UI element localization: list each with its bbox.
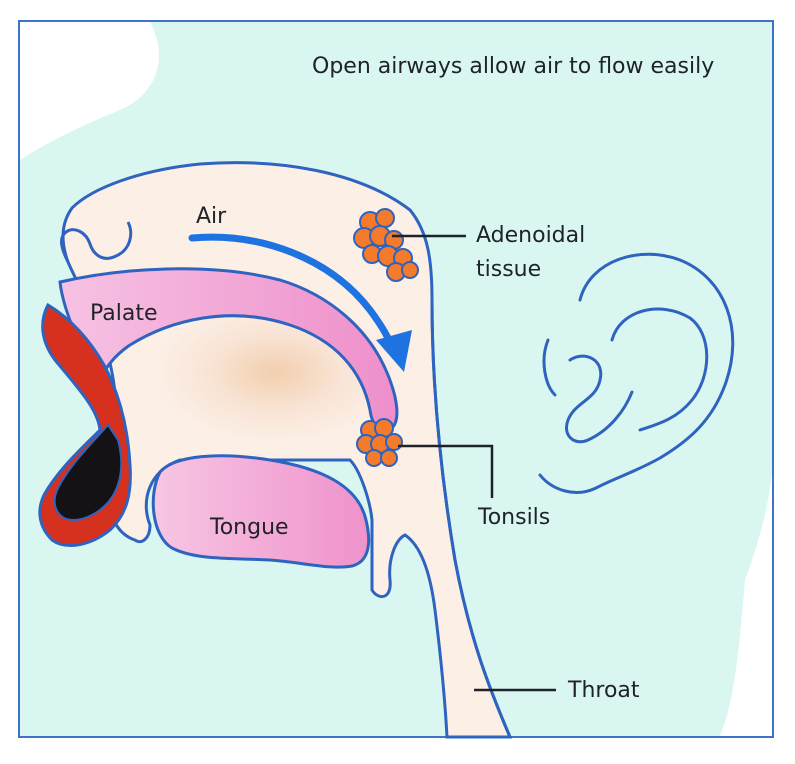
adenoidal-label-line2: tissue [476,257,541,282]
diagram-heading: Open airways allow air to flow easily [312,54,714,79]
tongue [151,454,371,569]
nose-outline [60,221,133,263]
air-label: Air [196,204,227,229]
throat-label: Throat [567,678,640,703]
tonsil-leader-line [398,444,494,498]
outer-white-region [20,22,159,160]
palate-label: Palate [90,301,158,326]
outer-white-region-right [720,470,772,736]
airflow-arrow-icon [188,233,412,372]
tonsil-cluster-icon [356,418,403,467]
adenoid-cluster-icon [353,208,419,282]
tongue-label: Tongue [209,515,289,540]
tonsils-label: Tonsils [477,505,550,530]
throat-wall [430,299,512,738]
palate [58,267,399,433]
ear-outline-icon [538,252,735,494]
mouth-opening [53,423,123,521]
adenoidal-label-line1: Adenoidal [476,223,585,248]
